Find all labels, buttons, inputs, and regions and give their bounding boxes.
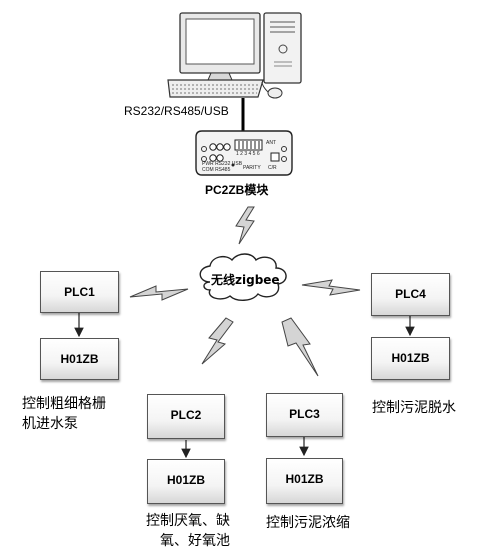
module-led-labels: PWR RS232 USB COM RS485 <box>202 161 242 173</box>
plc3-label: PLC3 <box>289 407 320 421</box>
plc4-box: PLC4 <box>371 273 450 316</box>
caption-line: 控制厌氧、缺 <box>146 513 230 529</box>
lightning-bolt-icon <box>201 317 234 365</box>
zigbee-cloud-icon <box>199 253 287 301</box>
plc4-label: PLC4 <box>395 287 426 301</box>
caption-line: 控制污泥脱水 <box>372 400 456 416</box>
caption-plc3: 控制污泥浓缩 <box>266 513 350 533</box>
led-label-pwr: PWR <box>202 161 214 167</box>
plc1-label: PLC1 <box>64 285 95 299</box>
led-label-usb: USB <box>231 161 243 167</box>
led-label-rs485: RS485 <box>215 167 231 173</box>
h01zb-label: H01ZB <box>166 473 205 487</box>
network-label: 无线zigbee <box>211 273 280 287</box>
h01zb-box-3: H01ZB <box>266 458 343 504</box>
keyboard-icon <box>167 79 264 98</box>
h01zb-label: H01ZB <box>60 352 99 366</box>
computer-tower-icon <box>263 12 302 84</box>
lightning-bolt-icon <box>281 317 319 377</box>
led-label-com: COM <box>202 167 214 173</box>
h01zb-label: H01ZB <box>285 472 324 486</box>
caption-line: 机进水泵 <box>22 416 78 432</box>
h01zb-box-1: H01ZB <box>40 338 119 380</box>
caption-plc4: 控制污泥脱水 <box>372 398 456 418</box>
dip-switch-numbers: 1 2 3 4 5 6 <box>236 151 260 157</box>
plc1-box: PLC1 <box>40 271 119 313</box>
led-label-rs232: RS232 <box>215 161 231 167</box>
lightning-bolt-icon <box>301 279 361 296</box>
module-name: PC2ZB模块 <box>205 183 269 197</box>
mouse-icon <box>261 81 283 99</box>
lightning-bolt-icon <box>129 285 189 301</box>
antenna-label: ANT <box>266 140 276 146</box>
connection-label: RS232/RS485/USB <box>124 104 229 118</box>
h01zb-box-4: H01ZB <box>371 337 450 380</box>
lightning-bolt-icon <box>235 206 255 245</box>
caption-line: 控制粗细格栅 <box>22 396 106 412</box>
plc3-box: PLC3 <box>266 393 343 437</box>
dip-switch-caption: PARITY <box>243 165 261 171</box>
pc2zb-module-device <box>195 130 293 176</box>
caption-line: 控制污泥浓缩 <box>266 515 350 531</box>
caption-plc1: 控制粗细格栅 机进水泵 <box>22 394 106 434</box>
plc2-box: PLC2 <box>147 394 225 439</box>
plc2-label: PLC2 <box>170 408 202 422</box>
h01zb-label: H01ZB <box>391 351 430 365</box>
cr-label: C/R <box>268 165 277 171</box>
caption-line: 氧、好氧池 <box>160 533 230 549</box>
caption-plc2: 控制厌氧、缺 氧、好氧池 <box>146 511 230 551</box>
monitor-icon <box>179 12 261 81</box>
h01zb-box-2: H01ZB <box>147 459 225 504</box>
